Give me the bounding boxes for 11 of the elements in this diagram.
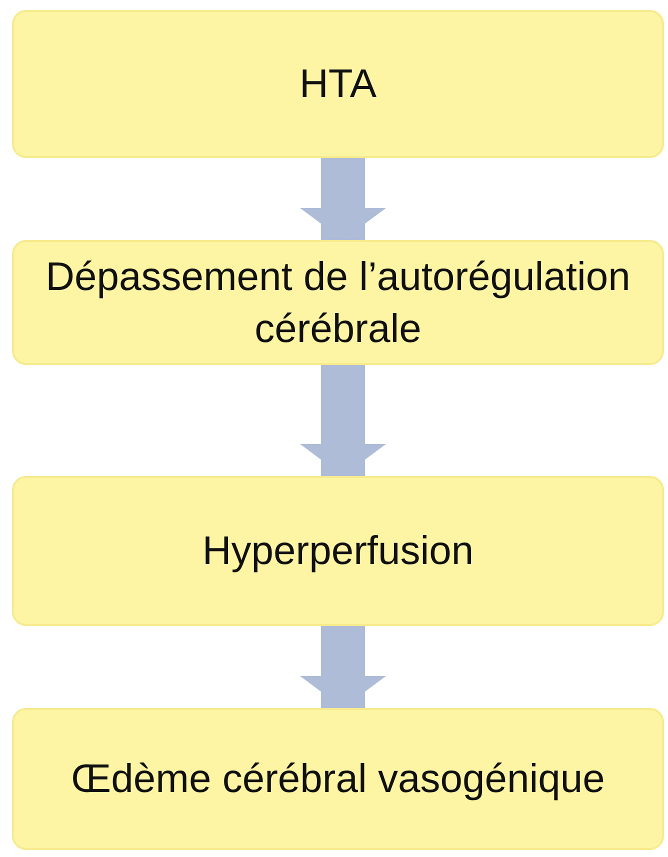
box-text: Dépassement de l’autorégulation cérébrale [44, 254, 632, 352]
arrow [300, 365, 386, 476]
process-box [12, 10, 664, 158]
process-box [12, 240, 664, 365]
arrow [300, 158, 386, 240]
box-text: Hyperperfusion [202, 528, 474, 575]
process-box [12, 708, 664, 850]
box-text: HTA [299, 61, 377, 108]
process-box [12, 476, 664, 626]
box-text: Œdème cérébral vasogénique [71, 756, 605, 803]
arrow [300, 626, 386, 708]
